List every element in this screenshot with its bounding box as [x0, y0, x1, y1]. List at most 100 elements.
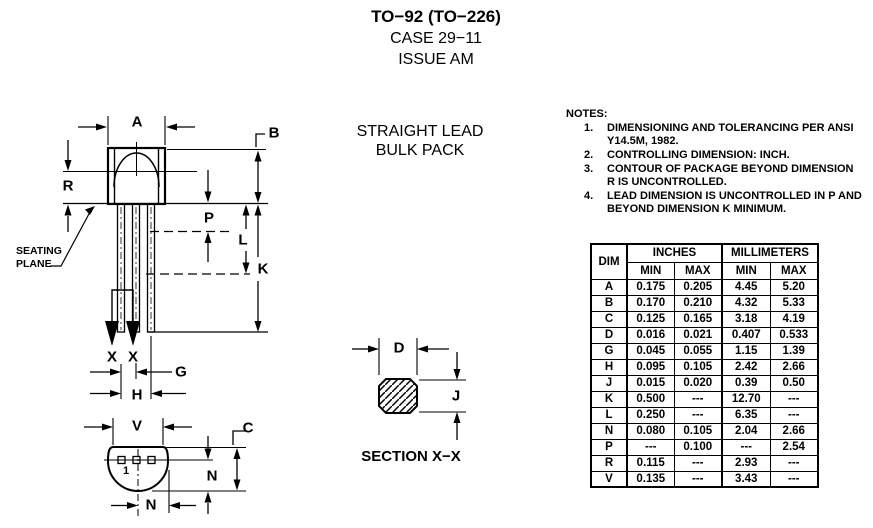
cell-inch-min: 0.175 [626, 278, 675, 296]
cell-mm-min: 0.39 [721, 374, 771, 392]
cell-dim: H [590, 358, 628, 376]
note-text: CONTROLLING DIMENSION: INCH. [607, 149, 790, 161]
note-item: 3. CONTOUR OF PACKAGE BEYOND DIMENSION R… [566, 163, 866, 189]
header-dim: DIM [590, 243, 628, 280]
dimension-table-body: A 0.175 0.205 4.45 5.20 B 0.170 0.210 4.… [590, 278, 819, 488]
cell-mm-min: 6.35 [721, 406, 771, 424]
cell-inch-min: 0.016 [626, 326, 675, 344]
note-number: 2. [584, 149, 594, 161]
cell-mm-min: 3.43 [721, 470, 771, 488]
cell-mm-max: 0.533 [769, 326, 819, 344]
cell-mm-max: --- [769, 406, 819, 424]
note-text: CONTOUR OF PACKAGE BEYOND DIMENSION R IS… [607, 163, 854, 188]
table-row: H 0.095 0.105 2.42 2.66 [590, 358, 819, 376]
dim-label-c: C [242, 419, 254, 437]
cell-dim: V [590, 470, 628, 488]
cell-dim: K [590, 390, 628, 408]
dim-label-x-2: X [127, 348, 139, 366]
table-row: C 0.125 0.165 3.18 4.19 [590, 310, 819, 328]
cell-inch-max: --- [673, 454, 723, 472]
cell-inch-min: 0.045 [626, 342, 675, 360]
cell-mm-max: 2.66 [769, 358, 819, 376]
cell-dim: R [590, 454, 628, 472]
cell-inch-min: 0.250 [626, 406, 675, 424]
dim-label-b: B [268, 124, 280, 142]
note-item: 1. DIMENSIONING AND TOLERANCING PER ANSI… [566, 122, 866, 148]
cell-mm-max: --- [769, 390, 819, 408]
cell-mm-max: 2.54 [769, 438, 819, 456]
cell-inch-min: --- [626, 438, 675, 456]
notes: NOTES: 1. DIMENSIONING AND TOLERANCING P… [566, 108, 866, 216]
note-item: 4. LEAD DIMENSION IS UNCONTROLLED IN P A… [566, 190, 866, 216]
cell-inch-max: 0.210 [673, 294, 723, 312]
cell-mm-min: 4.32 [721, 294, 771, 312]
cell-mm-max: 5.33 [769, 294, 819, 312]
table-row: P --- 0.100 --- 2.54 [590, 438, 819, 456]
title-block: TO−92 (TO−226) CASE 29−11 ISSUE AM [316, 6, 556, 70]
cell-inch-min: 0.135 [626, 470, 675, 488]
cell-inch-min: 0.170 [626, 294, 675, 312]
cell-mm-min: 2.93 [721, 454, 771, 472]
table-row: K 0.500 --- 12.70 --- [590, 390, 819, 408]
cell-mm-min: --- [721, 438, 771, 456]
note-number: 3. [584, 163, 594, 175]
header-inch-min: MIN [626, 261, 675, 280]
pin1-marker: 1 [122, 465, 130, 477]
cell-inch-min: 0.500 [626, 390, 675, 408]
cell-mm-min: 1.15 [721, 342, 771, 360]
cell-mm-min: 2.42 [721, 358, 771, 376]
cell-dim: G [590, 342, 628, 360]
dim-label-n-side: N [206, 467, 218, 485]
cell-inch-max: 0.205 [673, 278, 723, 296]
cell-dim: J [590, 374, 628, 392]
note-number: 1. [584, 122, 594, 134]
cell-dim: P [590, 438, 628, 456]
cell-inch-min: 0.015 [626, 374, 675, 392]
cell-mm-min: 2.04 [721, 422, 771, 440]
dim-label-g: G [175, 363, 187, 381]
cell-inch-max: --- [673, 406, 723, 424]
case-number: CASE 29−11 [390, 30, 482, 47]
section-xx-label: SECTION X−X [361, 448, 461, 465]
notes-list: 1. DIMENSIONING AND TOLERANCING PER ANSI… [566, 122, 866, 216]
package-title: TO−92 (TO−226) [371, 7, 501, 26]
cell-inch-max: 0.021 [673, 326, 723, 344]
cell-dim: N [590, 422, 628, 440]
cell-inch-min: 0.095 [626, 358, 675, 376]
seating-plane-line1: SEATING [16, 245, 62, 257]
cell-inch-max: --- [673, 470, 723, 488]
pack-style-line1: STRAIGHT LEAD [356, 123, 484, 140]
dim-label-x-1: X [106, 348, 118, 366]
cell-dim: A [590, 278, 628, 296]
cell-inch-max: 0.055 [673, 342, 723, 360]
dim-label-r: R [62, 177, 74, 195]
dim-label-p: P [203, 209, 215, 227]
cell-dim: B [590, 294, 628, 312]
header-mm-max: MAX [769, 261, 819, 280]
table-row: N 0.080 0.105 2.04 2.66 [590, 422, 819, 440]
dim-label-a: A [131, 113, 143, 131]
cell-mm-min: 3.18 [721, 310, 771, 328]
cell-inch-max: 0.165 [673, 310, 723, 328]
issue-code: ISSUE AM [398, 51, 474, 68]
dim-label-d: D [393, 339, 405, 357]
table-row: B 0.170 0.210 4.32 5.33 [590, 294, 819, 312]
table-row: L 0.250 --- 6.35 --- [590, 406, 819, 424]
cell-mm-max: 1.39 [769, 342, 819, 360]
cell-dim: D [590, 326, 628, 344]
cell-inch-max: 0.105 [673, 422, 723, 440]
header-mm-min: MIN [721, 261, 771, 280]
cell-mm-min: 12.70 [721, 390, 771, 408]
dim-label-n-bottom: N [145, 496, 157, 514]
dimension-table-header: DIM INCHES MILLIMETERS MIN MAX MIN MAX [590, 243, 819, 280]
header-inches: INCHES [626, 243, 723, 263]
dim-label-v: V [131, 417, 143, 435]
cell-dim: L [590, 406, 628, 424]
pack-style-label: STRAIGHT LEAD BULK PACK [320, 122, 520, 160]
table-row: D 0.016 0.021 0.407 0.533 [590, 326, 819, 344]
cell-mm-max: 2.66 [769, 422, 819, 440]
note-text: LEAD DIMENSION IS UNCONTROLLED IN P AND … [607, 190, 862, 215]
table-row: G 0.045 0.055 1.15 1.39 [590, 342, 819, 360]
dimension-table: DIM INCHES MILLIMETERS MIN MAX MIN MAX A… [590, 243, 819, 488]
